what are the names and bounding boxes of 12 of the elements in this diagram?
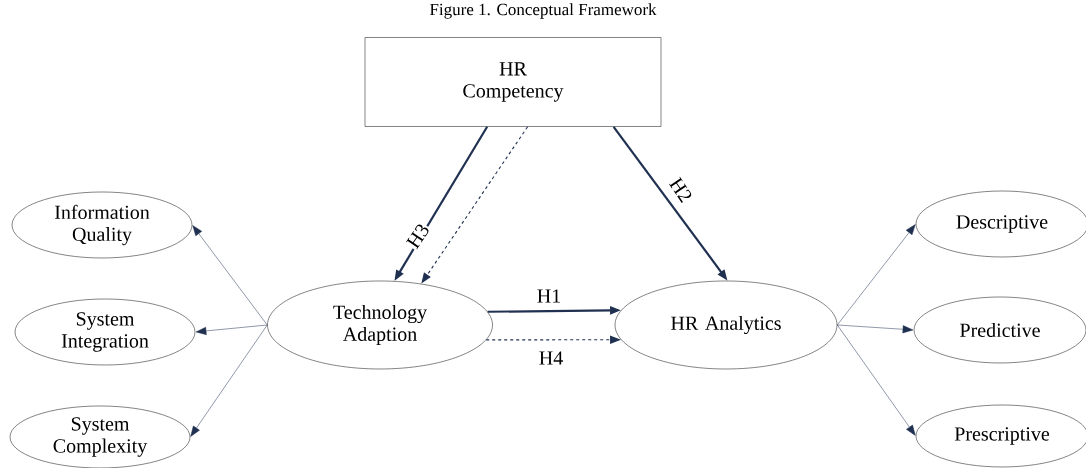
figure-title: Figure 1. Conceptual Framework	[429, 3, 657, 19]
arrow	[190, 324, 268, 437]
edge-label: H4	[537, 350, 565, 366]
edge-label: H2	[667, 174, 695, 206]
edge-label: H1	[535, 288, 563, 304]
construct-box: HR Competency	[364, 37, 662, 127]
arrow	[837, 324, 916, 436]
edge-label: H3	[404, 220, 432, 252]
arrow	[195, 324, 268, 335]
arrow	[837, 324, 914, 334]
arrow	[192, 225, 268, 326]
arrow	[837, 224, 916, 326]
